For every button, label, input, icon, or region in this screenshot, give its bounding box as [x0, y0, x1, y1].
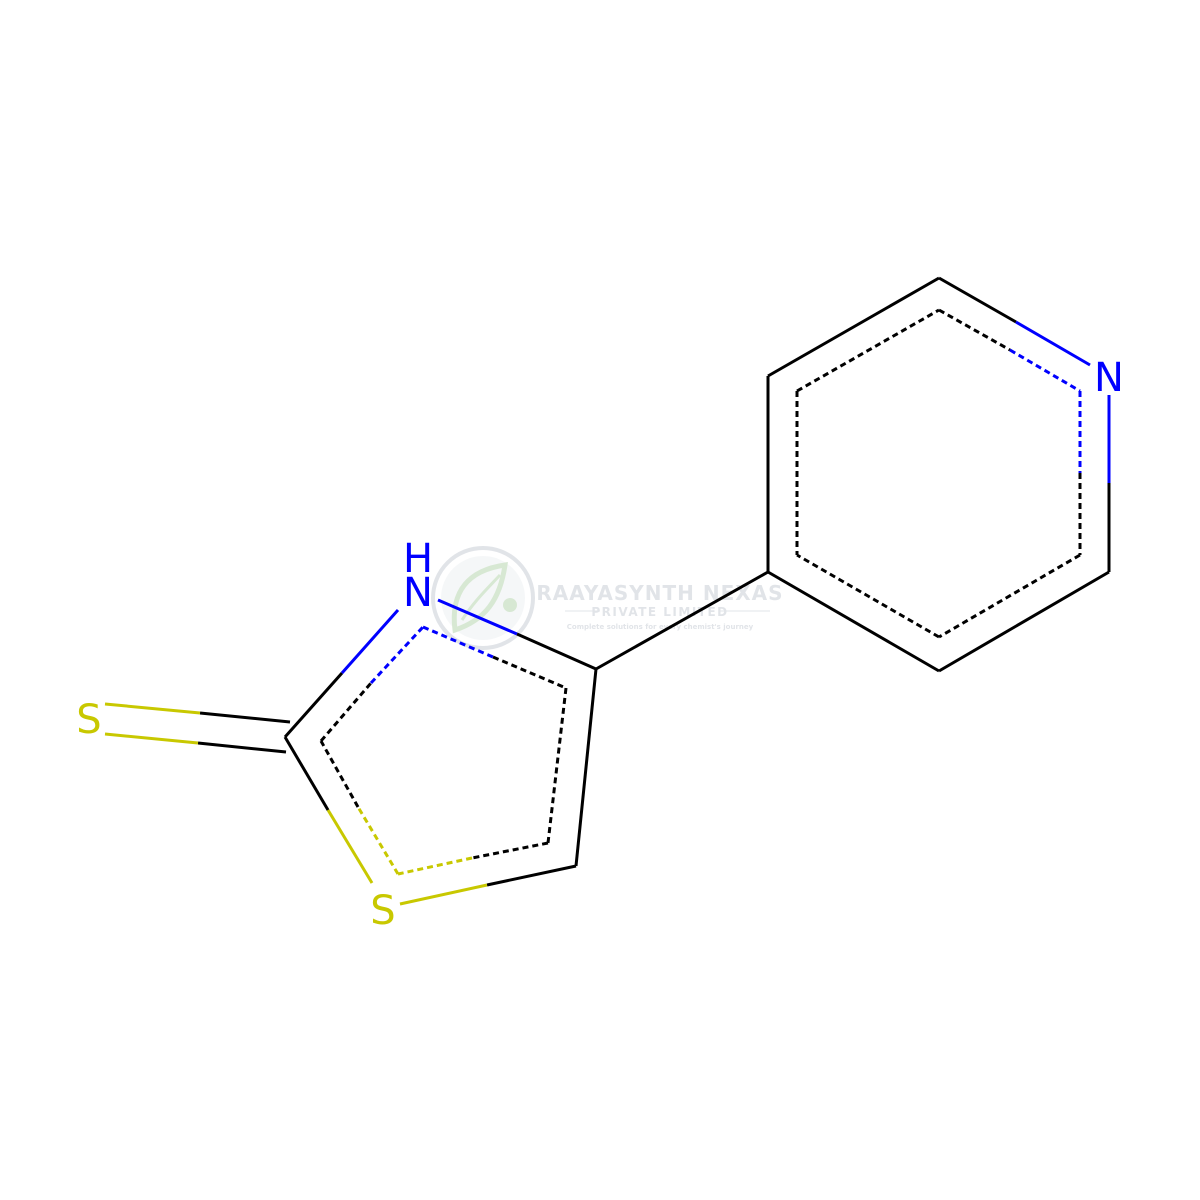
bonds	[104, 276, 1111, 906]
bond-c2-n3	[283, 609, 400, 738]
atom-labels: S S H N N	[76, 355, 1124, 934]
bond-pyridine-aromatic-inner	[795, 308, 1082, 639]
bond-s1-c2	[283, 736, 374, 884]
watermark-tagline: Complete solutions for every chemist's j…	[567, 623, 754, 631]
atom-label-nh-n: N	[403, 570, 433, 616]
bond-py-c5-c4	[767, 570, 940, 673]
atom-label-thione-s: S	[76, 697, 101, 743]
bond-py-c6-c5	[938, 570, 1110, 673]
leaf-molecule-logo	[431, 546, 535, 650]
bond-c4-pyridyl	[595, 570, 769, 671]
bond-py-c2-n1	[938, 276, 1091, 367]
bond-c5-s1	[399, 864, 577, 906]
atom-label-ring-s: S	[370, 888, 395, 934]
bond-n3-c4	[437, 598, 597, 671]
watermark-company: RAAYASYNTH NEXAS	[536, 581, 783, 605]
bond-thione-double	[104, 702, 291, 754]
bond-thiazole-aromatic-inner	[319, 625, 568, 876]
atom-label-pyridine-n: N	[1094, 355, 1124, 401]
atom-label-nh-h: H	[403, 536, 433, 582]
bond-py-c3-c2	[767, 276, 940, 378]
watermark: RAAYASYNTH NEXAS PRIVATE LIMITED Complet…	[431, 546, 783, 650]
bond-c4-c5	[574, 668, 598, 867]
